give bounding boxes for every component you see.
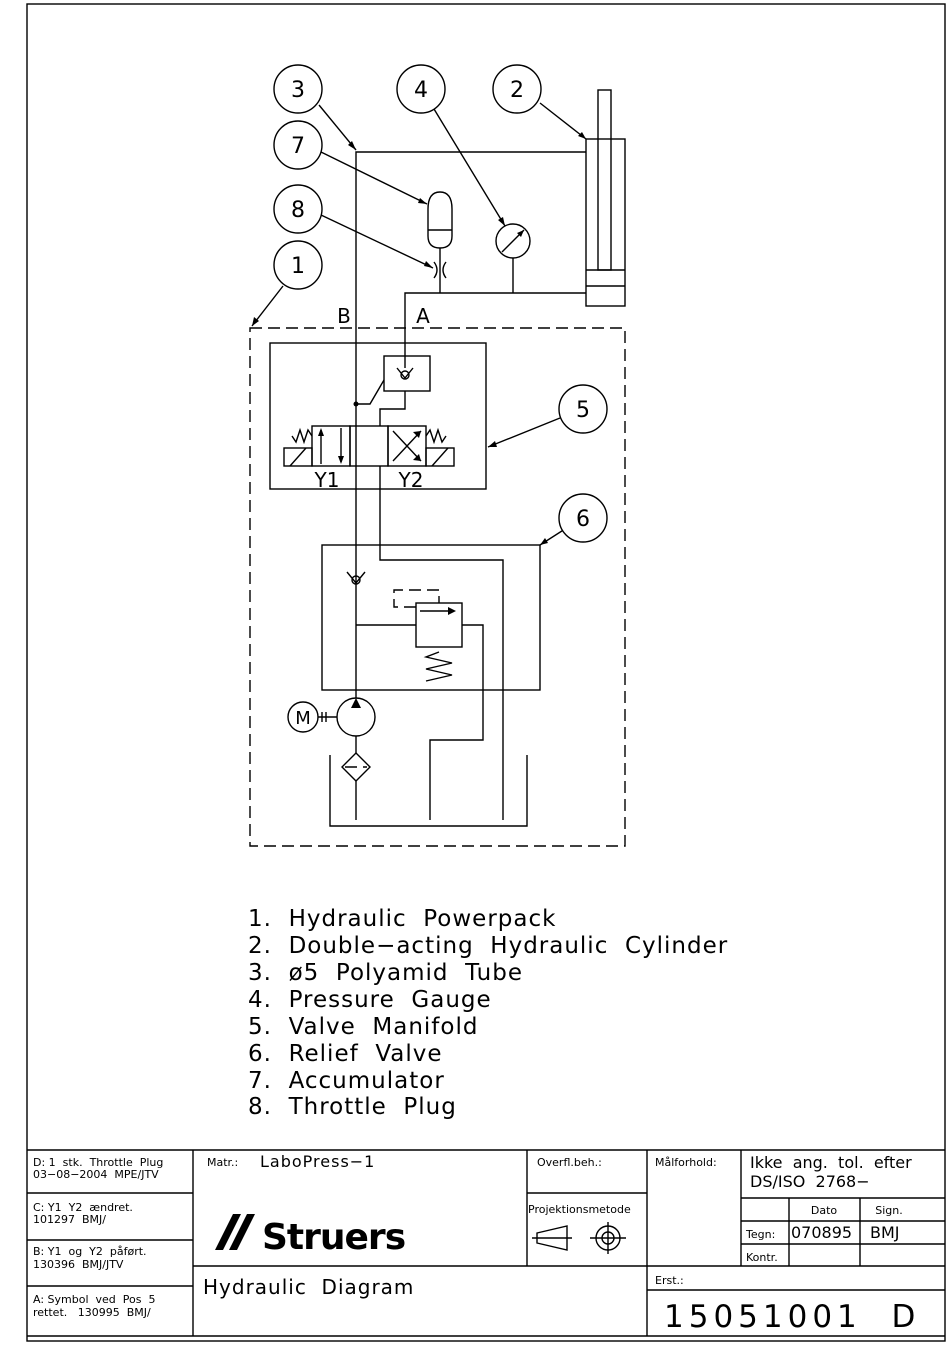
- relief-valve-icon: [393, 589, 463, 682]
- tegn-label: Tegn:: [745, 1228, 775, 1241]
- accumulator-icon: [427, 191, 453, 249]
- legend-item: 7. Accumulator: [248, 1068, 445, 1094]
- powerpack-boundary: [249, 327, 626, 847]
- revision-c-line1: C: Y1 Y2 ændret.: [33, 1201, 133, 1214]
- title-block: D: 1 stk. Throttle Plug 03−08−2004 MPE/J…: [27, 1149, 945, 1337]
- tolerance-line2: DS/ISO 2768−: [750, 1172, 870, 1191]
- legend-item: 8. Throttle Plug: [248, 1094, 457, 1120]
- legend-item: 1. Hydraulic Powerpack: [248, 906, 556, 932]
- balloon-5: 5: [487, 384, 608, 448]
- pump-icon: [336, 697, 376, 737]
- port-a-label: A: [416, 304, 430, 328]
- drawing-title: Hydraulic Diagram: [203, 1275, 414, 1299]
- revision-b-line2: 130396 BMJ/JTV: [33, 1258, 124, 1271]
- revision-d-line1: D: 1 stk. Throttle Plug: [33, 1156, 163, 1169]
- revision-c-line2: 101297 BMJ/: [33, 1213, 106, 1226]
- balloon-3-number: 3: [291, 78, 305, 103]
- malforhold-label: Målforhold:: [655, 1156, 717, 1169]
- struers-logo: Struers: [215, 1214, 406, 1258]
- line-a-to-cylinder-bottom: [404, 292, 586, 368]
- balloon-4-number: 4: [414, 78, 428, 103]
- balloon-1: 1: [251, 240, 323, 327]
- kontr-label: Kontr.: [746, 1251, 778, 1264]
- valve-y1-label: Y1: [314, 468, 340, 492]
- tolerance-line1: Ikke ang. tol. efter: [750, 1153, 912, 1172]
- revision-a-line1: A: Symbol ved Pos 5: [33, 1293, 155, 1306]
- valve-y2-label: Y2: [398, 468, 424, 492]
- projektion-label: Projektionsmetode: [528, 1203, 631, 1216]
- motor-label: M: [295, 708, 311, 729]
- balloon-8: 8: [273, 184, 434, 269]
- balloon-2-number: 2: [510, 78, 524, 103]
- check-valve-icon: [346, 571, 366, 585]
- legend-item: 3. ø5 Polyamid Tube: [248, 960, 523, 986]
- balloon-6: 6: [539, 493, 608, 546]
- balloon-4: 4: [396, 64, 506, 227]
- erst-label: Erst.:: [655, 1274, 684, 1287]
- pressure-gauge-icon: [495, 223, 531, 259]
- legend-item: 4. Pressure Gauge: [248, 987, 492, 1013]
- port-b-label: B: [337, 304, 351, 328]
- motor-icon: M: [287, 701, 337, 733]
- legend-item: 5. Valve Manifold: [248, 1014, 478, 1040]
- line-b-to-cylinder-top: [355, 151, 586, 700]
- balloon-3: 3: [273, 64, 357, 151]
- legend-item: 2. Double−acting Hydraulic Cylinder: [248, 933, 728, 959]
- matr-label: Matr.:: [207, 1156, 238, 1169]
- revision-a-line2: rettet. 130995 BMJ/: [33, 1306, 151, 1319]
- tank-icon: [329, 755, 528, 827]
- hydraulic-cylinder: [585, 89, 626, 307]
- overfl-label: Overfl.beh.:: [537, 1156, 602, 1169]
- legend-item: 6. Relief Valve: [248, 1041, 443, 1067]
- struers-logo-text: Struers: [262, 1217, 405, 1258]
- balloon-6-number: 6: [576, 507, 590, 532]
- matr-value: LaboPress−1: [260, 1152, 375, 1171]
- parts-legend: 1. Hydraulic Powerpack 2. Double−acting …: [248, 906, 728, 1120]
- hydraulic-circuit: M B A Y1 Y2 3 4: [249, 64, 626, 847]
- balloon-2: 2: [492, 64, 587, 140]
- balloon-1-number: 1: [291, 254, 305, 279]
- pilot-check-valve-icon: [383, 355, 431, 392]
- drawing-number: 15051001 D: [664, 1299, 920, 1335]
- balloon-8-number: 8: [291, 198, 305, 223]
- revision-b-line1: B: Y1 og Y2 påført.: [33, 1245, 147, 1258]
- relief-valve-box: [321, 544, 541, 691]
- valve-manifold-box: [269, 342, 487, 490]
- revision-d-line2: 03−08−2004 MPE/JTV: [33, 1168, 159, 1181]
- balloon-7-number: 7: [291, 134, 305, 159]
- throttle-plug-icon: [433, 261, 447, 279]
- tegn-date: 070895: [791, 1223, 852, 1242]
- drawing-frame: [26, 3, 946, 1342]
- balloon-5-number: 5: [576, 398, 590, 423]
- balloon-7: 7: [273, 120, 428, 205]
- sign-label: Sign.: [875, 1204, 903, 1217]
- projection-method-icon: [532, 1222, 626, 1254]
- dato-label: Dato: [811, 1204, 838, 1217]
- tegn-sign: BMJ: [870, 1223, 900, 1242]
- directional-valve-icon: [283, 425, 455, 467]
- filter-icon: [341, 736, 371, 820]
